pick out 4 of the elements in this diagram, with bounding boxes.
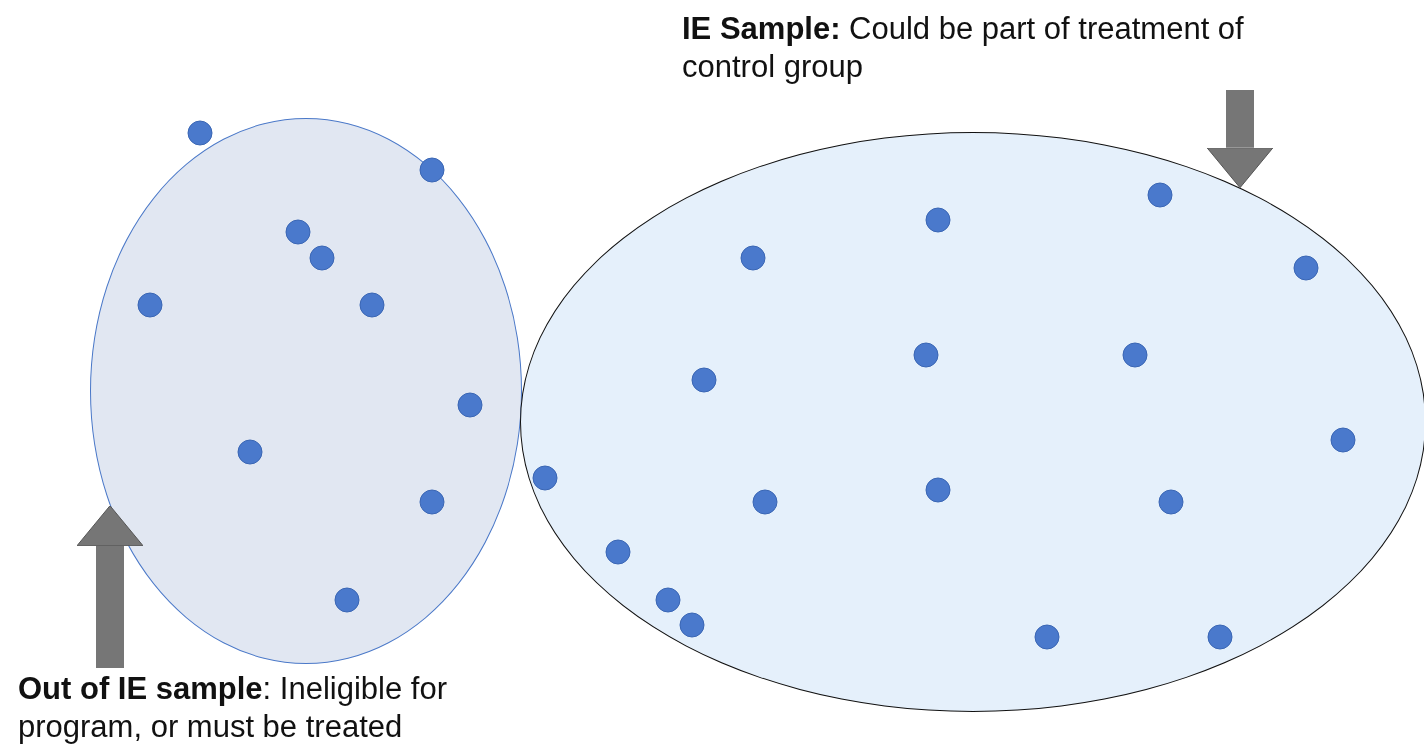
block-arrow bbox=[76, 505, 144, 668]
annotation-text: Out of IE sample: Ineligible for program, or must be treated bbox=[18, 670, 448, 746]
annotation-text: IE Sample: Could be part of treatment of control group bbox=[682, 10, 1245, 86]
block-arrow bbox=[1206, 90, 1274, 189]
